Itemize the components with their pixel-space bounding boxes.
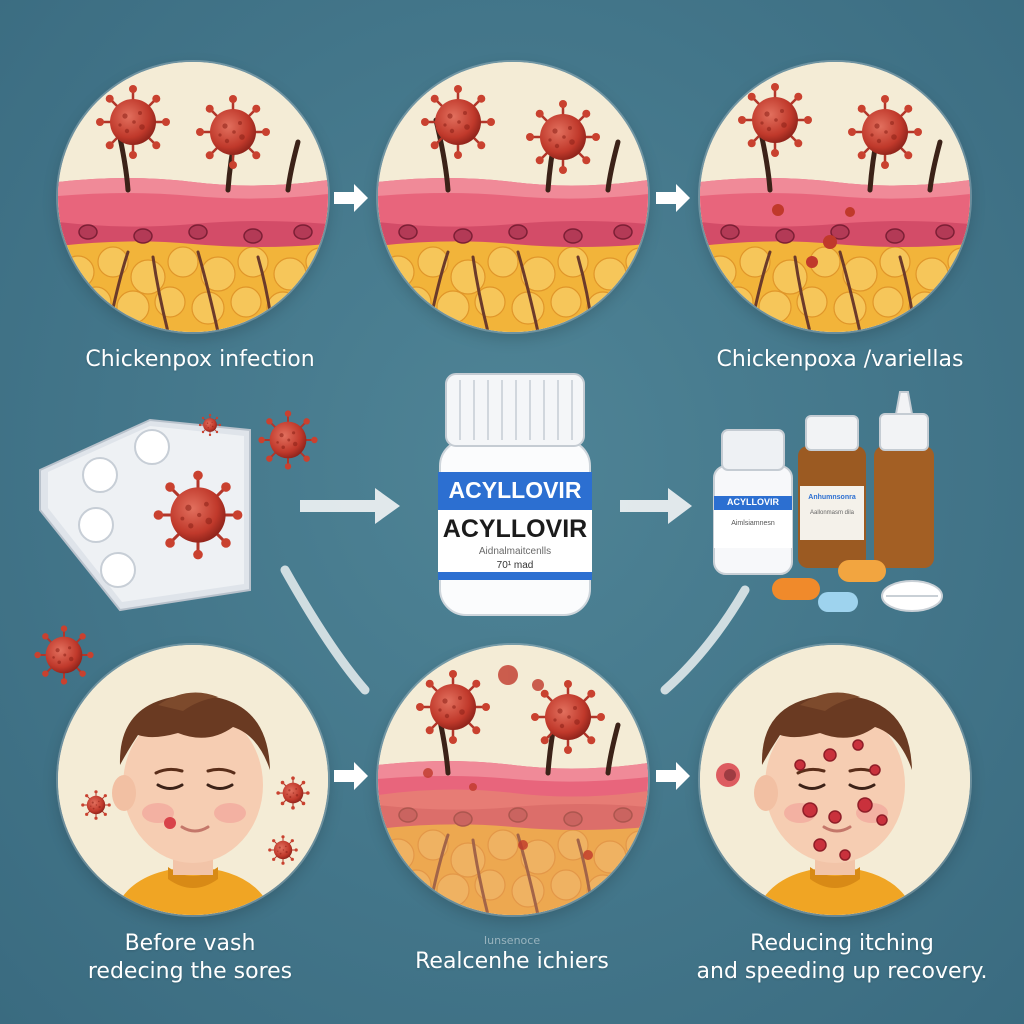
caption-bottom-middle: Iunsenoce Realcenhe ichiers bbox=[415, 934, 609, 974]
virus-icon bbox=[198, 413, 222, 437]
amber-bottle-label: Anhumnsonra bbox=[808, 494, 856, 501]
caption-top-right: Chickenpoxa /variellas bbox=[716, 347, 964, 372]
caption-bottom-left: Before vash redecing the sores bbox=[87, 931, 293, 984]
virus-icon bbox=[94, 83, 172, 161]
pills-icon bbox=[772, 560, 943, 612]
bottle-brand-top: ACYLLOVIR bbox=[448, 477, 582, 503]
panel-skin-treatment bbox=[378, 645, 648, 915]
arrow-right-icon bbox=[656, 762, 690, 790]
virus-icon bbox=[419, 83, 497, 161]
arrow-right-icon bbox=[334, 762, 368, 790]
blister-pack-icon bbox=[39, 418, 251, 612]
dropper-bottle-icon bbox=[874, 391, 934, 568]
virus-icon bbox=[257, 409, 319, 471]
amber-bottle-sub: Aallonmasm dila bbox=[809, 510, 855, 516]
panel-skin-lesions bbox=[700, 62, 970, 332]
arrow-right-icon bbox=[334, 184, 368, 212]
virus-icon bbox=[80, 789, 112, 821]
small-bottle-label: ACYLLOVIR bbox=[726, 497, 779, 507]
panel-skin-infection bbox=[58, 62, 328, 332]
virus-icon bbox=[524, 98, 602, 176]
virus-icon bbox=[736, 81, 814, 159]
virus-icon bbox=[194, 93, 272, 171]
virus-icon bbox=[846, 93, 924, 171]
arrow-right-icon bbox=[620, 488, 692, 524]
bottle-brand-main: ACYLLOVIR bbox=[442, 515, 588, 543]
virus-icon bbox=[529, 678, 607, 756]
virus-icon bbox=[33, 624, 95, 686]
virus-icon bbox=[414, 668, 492, 746]
amber-bottle-icon bbox=[798, 415, 866, 568]
panel-boy-before bbox=[58, 645, 328, 915]
caption-bottom-right: Reducing itching and speeding up recover… bbox=[696, 931, 988, 984]
virus-icon bbox=[267, 834, 299, 866]
bottle-dose: 70¹ mad bbox=[496, 560, 534, 571]
panel-skin-spread bbox=[378, 62, 648, 332]
bottle-subtitle: Aidnalmaitcenlls bbox=[478, 546, 552, 557]
virus-icon bbox=[275, 775, 311, 811]
small-bottle-sub: Aimlsiamnesn bbox=[731, 520, 775, 527]
virus-icon bbox=[152, 469, 244, 561]
panel-boy-recovery bbox=[700, 645, 970, 915]
arrow-right-icon bbox=[300, 488, 400, 524]
arrow-right-icon bbox=[656, 184, 690, 212]
caption-top-left: Chickenpox infection bbox=[85, 347, 315, 372]
